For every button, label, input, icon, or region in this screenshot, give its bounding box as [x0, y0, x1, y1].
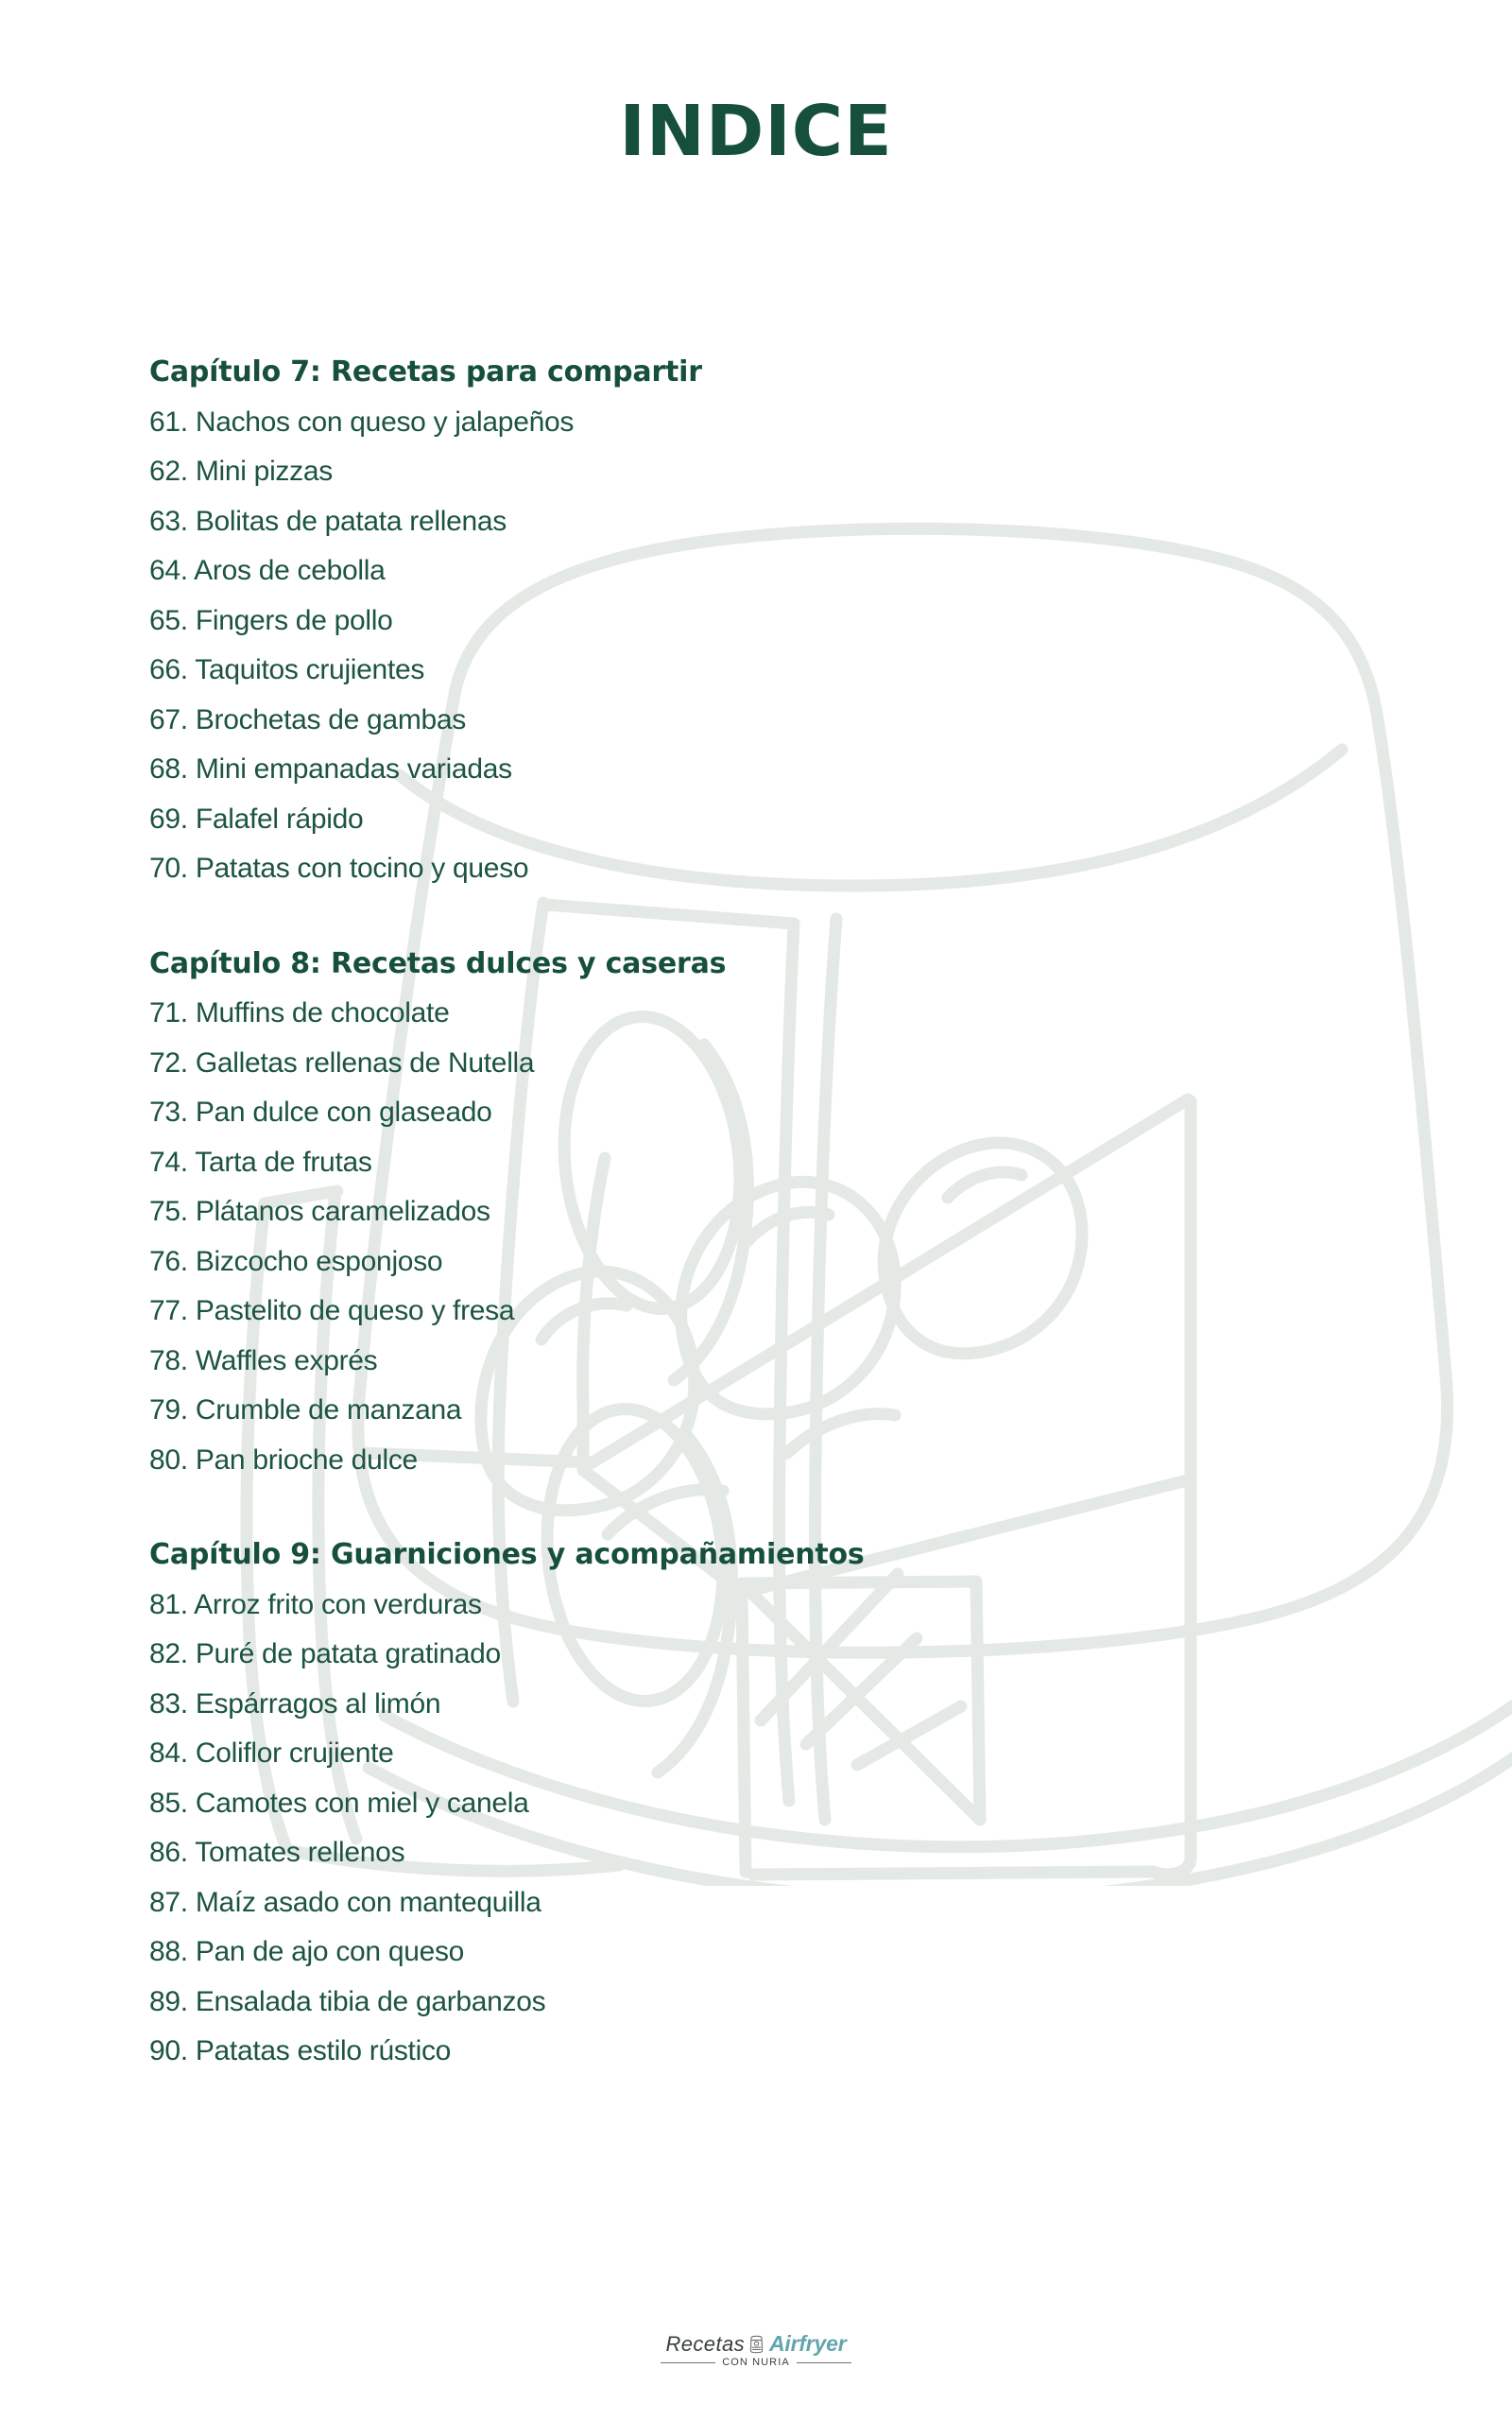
list-item[interactable]: 73. Pan dulce con glaseado [149, 1097, 492, 1128]
recipe-list: 61. Nachos con queso y jalapeños 62. Min… [149, 398, 1283, 894]
list-item[interactable]: 74. Tarta de frutas [149, 1146, 372, 1178]
chapter-heading: Capítulo 8: Recetas dulces y caseras [149, 946, 727, 980]
list-item[interactable]: 79. Crumble de manzana [149, 1394, 462, 1426]
list-item[interactable]: 71. Muffins de chocolate [149, 997, 450, 1028]
list-item[interactable]: 76. Bizcocho esponjoso [149, 1245, 443, 1277]
chapter-section-8: Capítulo 8: Recetas dulces y caseras 71.… [149, 940, 1283, 1486]
logo-rule-left [661, 2362, 716, 2363]
list-item[interactable]: 64. Aros de cebolla [149, 555, 386, 586]
list-item[interactable]: 87. Maíz asado con mantequilla [149, 1886, 541, 1918]
chapter-heading: Capítulo 9: Guarniciones y acompañamient… [149, 1538, 865, 1571]
recipe-list: 71. Muffins de chocolate 72. Galletas re… [149, 989, 1283, 1485]
list-item[interactable]: 84. Coliflor crujiente [149, 1737, 394, 1769]
list-item[interactable]: 75. Plátanos caramelizados [149, 1196, 490, 1227]
page-title: INDICE [619, 91, 893, 172]
list-item[interactable]: 89. Ensalada tibia de garbanzos [149, 1985, 546, 2017]
list-item[interactable]: 90. Patatas estilo rústico [149, 2035, 452, 2066]
list-item[interactable]: 81. Arroz frito con verduras [149, 1588, 482, 1620]
brand-word-airfryer: Airfryer [769, 2331, 847, 2356]
brand-tagline: CON NURIA [722, 2357, 790, 2368]
list-item[interactable]: 65. Fingers de pollo [149, 604, 393, 636]
list-item[interactable]: 63. Bolitas de patata rellenas [149, 505, 507, 537]
brand-word-recetas: Recetas [665, 2331, 745, 2356]
list-item[interactable]: 78. Waffles exprés [149, 1344, 378, 1376]
list-item[interactable]: 88. Pan de ajo con queso [149, 1936, 465, 1967]
list-item[interactable]: 62. Mini pizzas [149, 456, 333, 487]
list-item[interactable]: 80. Pan brioche dulce [149, 1443, 418, 1476]
list-item[interactable]: 68. Mini empanadas variadas [149, 753, 512, 785]
list-item[interactable]: 86. Tomates rellenos [149, 1837, 405, 1868]
index-content: Capítulo 7: Recetas para compartir 61. N… [149, 348, 1283, 2077]
list-item[interactable]: 82. Puré de patata gratinado [149, 1638, 501, 1669]
list-item[interactable]: 70. Patatas con tocino y queso [149, 853, 529, 884]
list-item[interactable]: 83. Espárragos al limón [149, 1687, 441, 1720]
chapter-section-9: Capítulo 9: Guarniciones y acompañamient… [149, 1530, 1283, 2077]
chapter-heading: Capítulo 7: Recetas para compartir [149, 355, 702, 389]
list-item[interactable]: 67. Brochetas de gambas [149, 703, 466, 735]
list-item[interactable]: 77. Pastelito de queso y fresa [149, 1295, 515, 1326]
list-item[interactable]: 61. Nachos con queso y jalapeños [149, 406, 575, 438]
logo-rule-right [796, 2362, 851, 2363]
list-item[interactable]: 66. Taquitos crujientes [149, 654, 425, 685]
list-item[interactable]: 85. Camotes con miel y canela [149, 1787, 529, 1819]
chapter-section-7: Capítulo 7: Recetas para compartir 61. N… [149, 348, 1283, 894]
list-item[interactable]: 72. Galletas rellenas de Nutella [149, 1046, 535, 1079]
footer-brand-logo: Recetas Airfryer CON NURIA [0, 2333, 1512, 2368]
recipe-list: 81. Arroz frito con verduras 82. Puré de… [149, 1581, 1283, 2077]
list-item[interactable]: 69. Falafel rápido [149, 803, 364, 835]
airfryer-glyph-icon [748, 2335, 765, 2354]
